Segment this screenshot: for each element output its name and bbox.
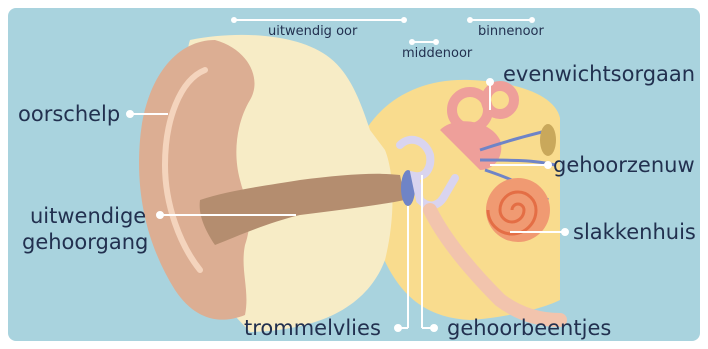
label-slakkenhuis: slakkenhuis: [573, 222, 696, 243]
label-gehoorbeentjes: gehoorbeentjes: [447, 318, 611, 339]
label-trommelvlies: trommelvlies: [244, 318, 381, 339]
label-middenoor: middenoor: [402, 47, 472, 60]
bracket-dot: [433, 39, 439, 45]
leader-dot: [395, 325, 401, 331]
label-binnenoor: binnenoor: [478, 25, 544, 38]
leader-dot: [157, 212, 163, 218]
label-gehoorgang: gehoorgang: [22, 232, 148, 253]
bracket-dot: [409, 39, 415, 45]
leader-dot: [431, 325, 437, 331]
label-uitwendig-oor: uitwendig oor: [268, 25, 357, 38]
nerve-end: [540, 124, 556, 156]
bracket-dot: [467, 17, 473, 23]
leader-dot: [562, 229, 568, 235]
leader-dot: [545, 162, 551, 168]
bracket-dot: [401, 17, 407, 23]
leader-dot: [487, 79, 493, 85]
label-oorschelp: oorschelp: [18, 104, 120, 125]
label-gehoorzenuw: gehoorzenuw: [553, 155, 695, 176]
label-uitwendige: uitwendige: [30, 206, 146, 227]
bracket-dot: [529, 17, 535, 23]
label-evenwichtsorgaan: evenwichtsorgaan: [503, 64, 695, 85]
bracket-dot: [231, 17, 237, 23]
leader-dot: [127, 111, 133, 117]
